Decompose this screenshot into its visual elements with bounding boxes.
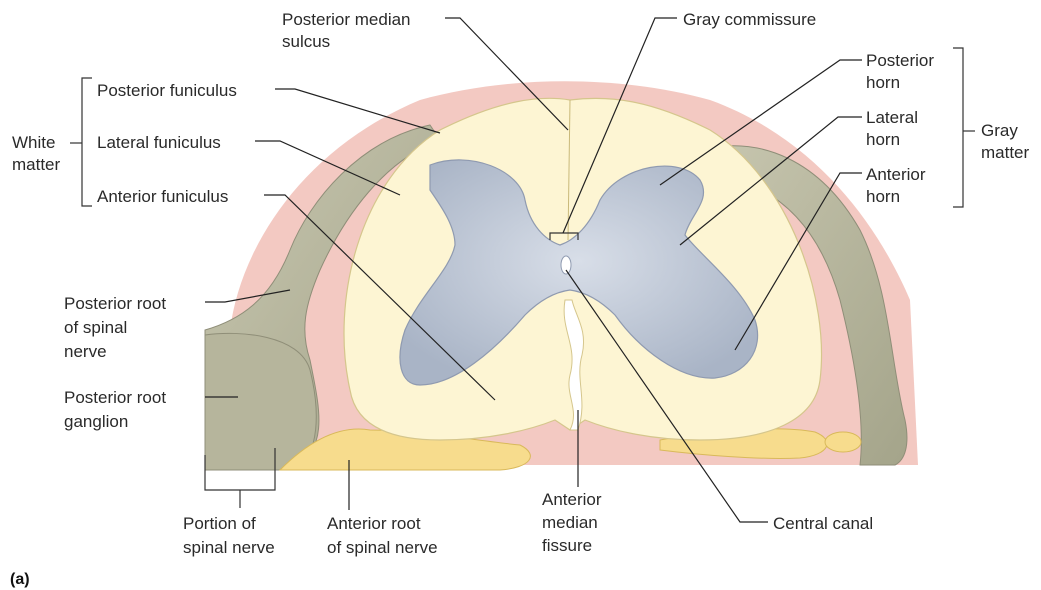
label-gray-matter: Gray matter	[981, 121, 1030, 162]
label-gray-commissure: Gray commissure	[683, 10, 816, 29]
label-posterior-horn: Posterior horn	[866, 51, 939, 92]
label-portion-of-spinal-nerve: Portion of spinal nerve	[183, 514, 275, 557]
label-posterior-root: Posterior root of spinal nerve	[64, 294, 171, 361]
label-anterior-horn: Anterior horn	[866, 165, 930, 206]
label-central-canal: Central canal	[773, 514, 873, 533]
label-anterior-median-fissure: Anterior median fissure	[542, 490, 606, 555]
label-anterior-funiculus: Anterior funiculus	[97, 187, 228, 206]
label-lateral-horn: Lateral horn	[866, 108, 923, 149]
posterior-root-ganglion	[205, 333, 316, 470]
label-posterior-root-ganglion: Posterior root ganglion	[64, 388, 171, 431]
gray-matter-bracket	[953, 48, 963, 207]
label-lateral-funiculus: Lateral funiculus	[97, 133, 221, 152]
label-white-matter: White matter	[12, 133, 61, 174]
label-posterior-median-sulcus: Posterior median sulcus	[282, 10, 415, 51]
white-matter-bracket	[82, 78, 92, 206]
right-anterior-root-blob	[825, 432, 861, 452]
label-anterior-root: Anterior root of spinal nerve	[327, 514, 438, 557]
central-canal-shape	[561, 256, 571, 274]
panel-label: (a)	[10, 571, 30, 588]
label-posterior-funiculus: Posterior funiculus	[97, 81, 237, 100]
